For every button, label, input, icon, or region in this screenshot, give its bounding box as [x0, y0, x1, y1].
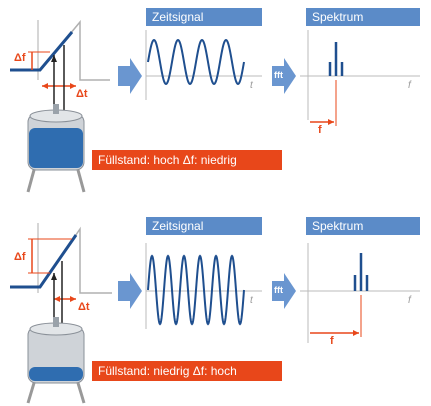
time-axis-label: t	[250, 80, 253, 91]
delta-t-label: Δt	[76, 88, 88, 100]
status-banner: Füllstand: hoch Δf: niedrig	[92, 150, 282, 170]
spektrum-header: Spektrum	[306, 8, 420, 26]
freq-axis-label: f	[408, 80, 411, 91]
time-signal-wave	[147, 254, 245, 326]
zeitsignal-header: Zeitsignal	[146, 217, 262, 235]
tank-high-level	[26, 104, 86, 193]
tank-low-level	[26, 317, 86, 404]
panel-bottom-graphics	[10, 223, 420, 404]
tank-liquid	[29, 367, 83, 381]
ramp-diagram	[10, 223, 112, 363]
panel-top-graphics	[10, 19, 420, 193]
delta-f-label: Δf	[14, 251, 26, 263]
zeitsignal-header: Zeitsignal	[146, 8, 262, 26]
panel-top: Zeitsignal Spektrum fft t f Δf Δt f Füll…	[10, 8, 420, 193]
freq-axis-label: f	[408, 295, 411, 306]
arrow-to-signal	[118, 58, 142, 94]
arrow-to-signal	[118, 273, 142, 309]
time-signal-plot	[145, 243, 262, 329]
spektrum-header: Spektrum	[306, 217, 420, 235]
frequency-ramp	[10, 234, 78, 289]
spectrum-plot	[300, 30, 420, 126]
spectrum-plot	[300, 243, 420, 343]
time-axis-label: t	[250, 295, 253, 306]
delta-f-label: Δf	[14, 52, 26, 64]
delta-t-label: Δt	[78, 301, 90, 313]
fft-label: fft	[274, 70, 283, 80]
tank-liquid	[29, 128, 83, 168]
f-marker-label: f	[318, 124, 322, 136]
frequency-ramp	[10, 31, 74, 72]
fft-arrow	[272, 273, 296, 309]
f-marker-label: f	[330, 335, 334, 347]
fft-arrow	[272, 58, 296, 94]
status-banner: Füllstand: niedrig Δf: hoch	[92, 361, 282, 381]
panel-bottom: Zeitsignal Spektrum fft t f Δf Δt f Füll…	[0, 203, 431, 406]
fft-label: fft	[274, 285, 283, 295]
time-signal-wave	[147, 38, 245, 86]
time-signal-plot	[145, 30, 262, 100]
